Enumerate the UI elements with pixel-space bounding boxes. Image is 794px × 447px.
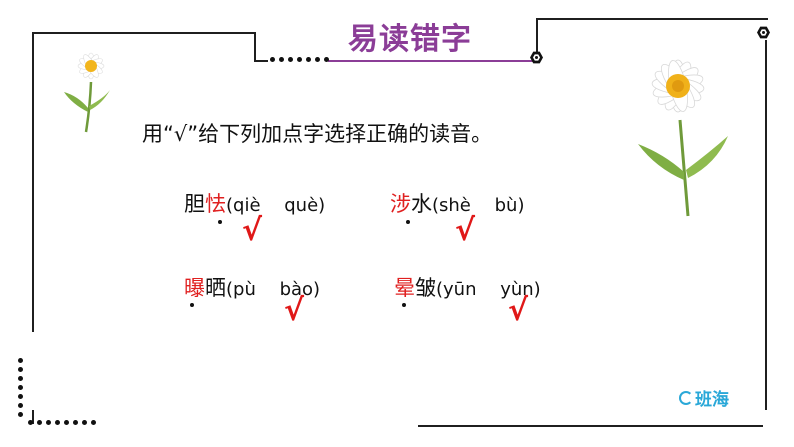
question-item-2: 涉水(shè bù)	[390, 188, 524, 218]
item-pinyin-options: (yūn yùn)	[436, 279, 541, 300]
dotted-line-bottom	[28, 420, 96, 425]
item-highlight-char: 怯	[205, 192, 226, 216]
frame-bottom-left	[32, 410, 34, 424]
brand-logo: 班海	[679, 385, 729, 410]
check-mark: √	[242, 213, 263, 248]
item-highlight-char: 曝	[184, 276, 205, 300]
question-item-1: 胆怯(qiè què)	[184, 188, 325, 218]
item-plain-char: 晒	[205, 276, 226, 300]
item-plain-char: 水	[411, 192, 432, 216]
frame-bottom-right	[418, 425, 763, 427]
page-title: 易读错字	[348, 22, 472, 57]
item-highlight-char: 晕	[394, 276, 415, 300]
emphasis-dot	[406, 220, 410, 224]
hexagon-node-icon	[530, 51, 543, 64]
check-mark: √	[508, 293, 529, 328]
item-plain-char: 胆	[184, 192, 205, 216]
item-highlight-char: 涉	[390, 192, 411, 216]
check-mark: √	[284, 293, 305, 328]
dotted-line-left	[18, 358, 23, 417]
frame-title-left-bottom	[254, 60, 268, 62]
dotted-line-title	[270, 57, 329, 62]
frame-right	[765, 40, 767, 410]
frame-top-left	[32, 32, 254, 34]
frame-top-right	[536, 18, 768, 20]
daisy-flower-icon	[64, 52, 110, 133]
logo-ring-icon	[679, 390, 693, 405]
hexagon-node-icon	[757, 26, 770, 39]
emphasis-dot	[218, 220, 222, 224]
frame-title-underline	[328, 60, 533, 62]
emphasis-dot	[402, 303, 406, 307]
instruction-text: 用“√”给下列加点字选择正确的读音。	[142, 122, 493, 146]
item-pinyin-options: (shè bù)	[432, 195, 525, 216]
daisy-flower-icon	[638, 59, 728, 217]
item-plain-char: 皱	[415, 276, 436, 300]
frame-left	[32, 32, 34, 332]
frame-title-right-vertical	[536, 18, 538, 56]
check-mark: √	[455, 213, 476, 248]
question-item-4: 晕皱(yūn yùn)	[394, 272, 541, 302]
item-pinyin-options: (qiè què)	[226, 195, 326, 216]
frame-title-left-vertical	[254, 32, 256, 62]
item-pinyin-options: (pù bào)	[226, 279, 321, 300]
question-item-3: 曝晒(pù bào)	[184, 272, 320, 302]
logo-text: 班海	[695, 390, 729, 410]
emphasis-dot	[190, 303, 194, 307]
